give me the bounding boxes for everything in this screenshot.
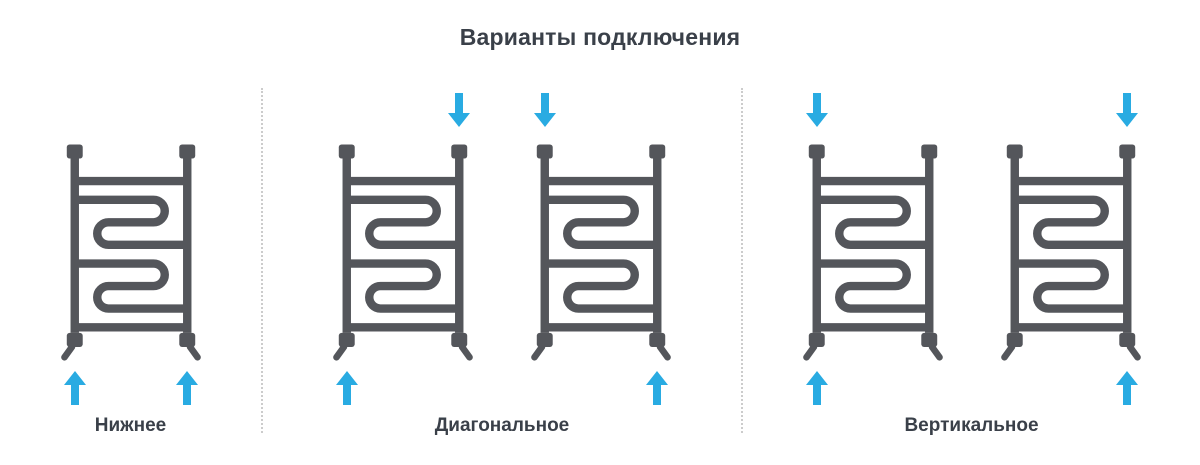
bottom-cap-right	[649, 332, 666, 347]
top-cap-left	[1006, 144, 1023, 159]
top-cap-right	[920, 144, 937, 159]
towel-radiator	[798, 93, 948, 405]
bottom-fitting-left	[1000, 343, 1015, 361]
bottom-cap-right	[178, 332, 195, 347]
serpentine-coil-upper	[74, 195, 187, 249]
top-cap-right	[1118, 144, 1135, 159]
serpentine-coil-upper	[346, 195, 460, 249]
bottom-fitting-left	[60, 343, 75, 361]
supply-arrow-up-right-icon	[1115, 371, 1138, 405]
bottom-connection-row	[328, 371, 478, 405]
bottom-cap-right	[1118, 332, 1135, 347]
radiator-group-bottom	[56, 93, 206, 405]
bottom-fitting-left	[531, 343, 546, 361]
radiator-group-vertical	[798, 93, 1146, 405]
radiator-drawing	[333, 144, 473, 361]
top-connection-row	[798, 93, 948, 127]
top-connection-row	[328, 93, 478, 127]
bottom-cap-left	[66, 332, 83, 347]
towel-radiator	[996, 93, 1146, 405]
serpentine-coil-lower	[816, 259, 929, 313]
radiator-drawing	[60, 144, 201, 361]
variant-label-diagonal: Диагональное	[434, 415, 570, 436]
serpentine-coil-lower	[74, 259, 187, 313]
serpentine-coil-lower	[346, 259, 460, 313]
variant-label-bottom: Нижнее	[94, 415, 167, 436]
bottom-fitting-left	[333, 343, 348, 361]
bottom-connection-row	[526, 371, 676, 405]
top-connection-row	[526, 93, 676, 127]
top-cap-left	[536, 144, 553, 159]
towel-radiator	[328, 93, 478, 405]
bottom-fitting-right	[656, 343, 671, 361]
supply-arrow-down-left-icon	[534, 93, 556, 127]
variant-label-vertical: Вертикальное	[904, 415, 1039, 436]
bottom-cap-right	[920, 332, 937, 347]
top-cap-left	[66, 144, 83, 159]
supply-arrow-up-left-icon	[63, 371, 86, 405]
bottom-fitting-left	[802, 343, 817, 361]
serpentine-coil-lower	[544, 259, 658, 313]
bottom-connection-row	[56, 371, 206, 405]
serpentine-coil-upper	[816, 195, 929, 249]
towel-radiator	[526, 93, 676, 405]
bottom-cap-left	[338, 332, 355, 347]
bottom-cap-right	[451, 332, 468, 347]
top-connection-row	[56, 93, 206, 127]
connection-variants-diagram: Нижнее	[0, 88, 1200, 437]
supply-arrow-up-right-icon	[175, 371, 198, 405]
bottom-fitting-right	[186, 343, 201, 361]
bottom-fitting-right	[458, 343, 473, 361]
supply-arrow-up-right-icon	[646, 371, 668, 405]
bottom-connection-row	[996, 371, 1146, 405]
top-cap-right	[178, 144, 195, 159]
radiator-drawing	[802, 144, 943, 361]
variant-diagonal-connection: Диагональное	[263, 93, 741, 437]
supply-arrow-up-left-icon	[805, 371, 828, 405]
supply-arrow-down-right-icon	[448, 93, 470, 127]
variant-bottom-connection: Нижнее	[0, 93, 261, 437]
serpentine-coil-upper	[544, 195, 658, 249]
bottom-connection-row	[798, 371, 948, 405]
top-cap-right	[451, 144, 468, 159]
radiator-group-diagonal	[328, 93, 676, 405]
top-cap-right	[649, 144, 666, 159]
supply-arrow-down-left-icon	[805, 93, 828, 127]
section-divider	[741, 88, 743, 433]
variant-vertical-connection: Вертикальное	[743, 93, 1200, 437]
top-cap-left	[338, 144, 355, 159]
bottom-fitting-right	[1126, 343, 1141, 361]
radiator-drawing	[531, 144, 671, 361]
page-title: Варианты подключения	[459, 24, 741, 50]
bottom-cap-left	[536, 332, 553, 347]
bottom-cap-left	[1006, 332, 1023, 347]
bottom-cap-left	[808, 332, 825, 347]
top-connection-row	[996, 93, 1146, 127]
towel-radiator	[56, 93, 206, 405]
supply-arrow-up-left-icon	[336, 371, 358, 405]
serpentine-coil-lower	[1014, 259, 1127, 313]
serpentine-coil-upper	[1014, 195, 1127, 249]
section-divider	[261, 88, 263, 433]
radiator-drawing	[1000, 144, 1141, 361]
bottom-fitting-right	[928, 343, 943, 361]
supply-arrow-down-right-icon	[1115, 93, 1138, 127]
top-cap-left	[808, 144, 825, 159]
